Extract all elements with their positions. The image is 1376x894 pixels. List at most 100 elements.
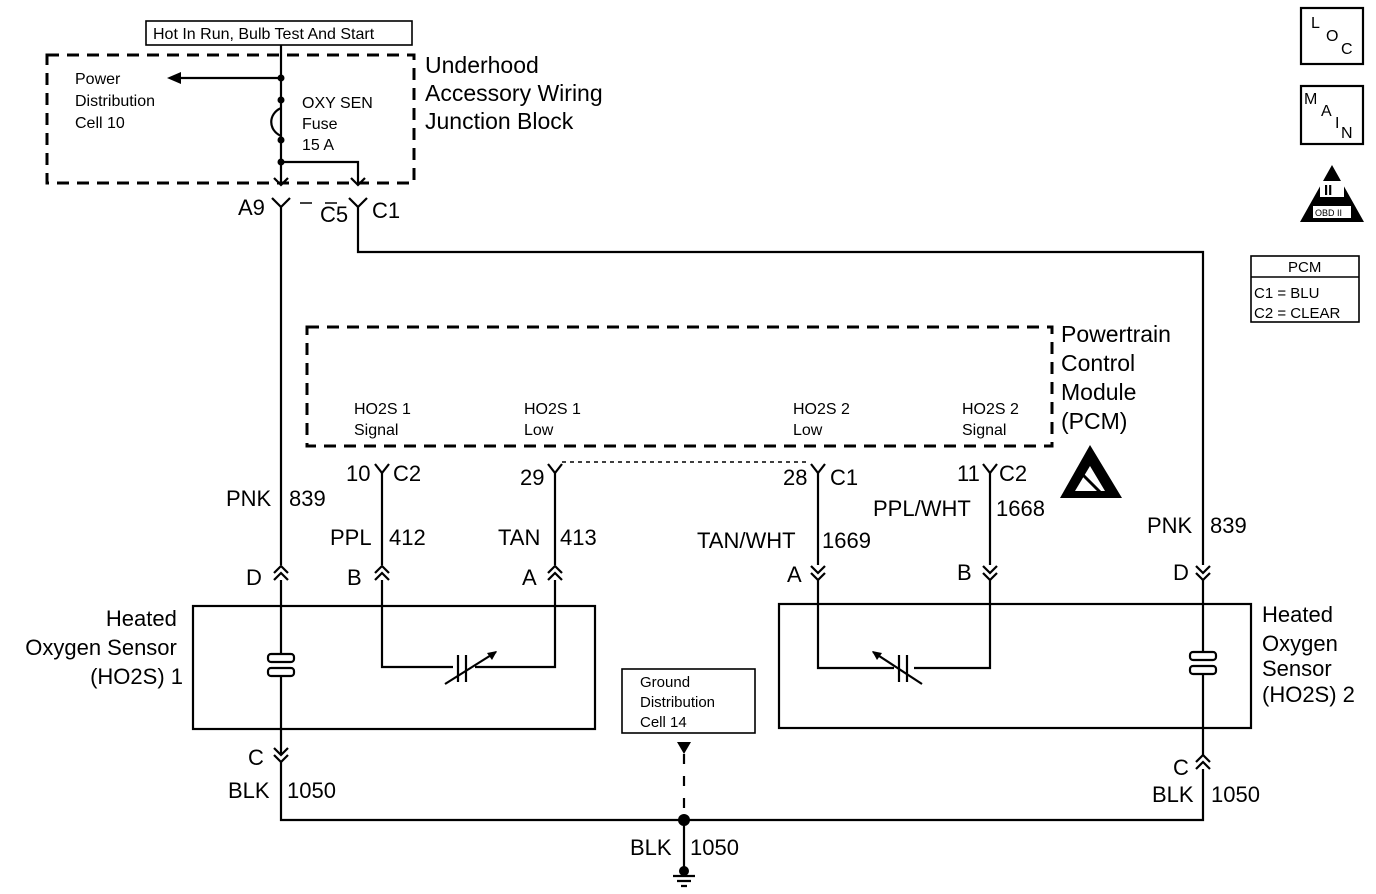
main-letter-i: I: [1335, 115, 1339, 132]
sensor-2-outline: [777, 602, 1253, 730]
pcm-pin-10-conn: C2: [393, 461, 421, 486]
pcm: Powertrain Control Module (PCM) HO2S 1 S…: [305, 321, 1177, 490]
top-connectors: A9 C5 C1: [238, 195, 400, 227]
wire-label-ppl-circuit: 412: [389, 525, 426, 550]
heater-2-icon: [1188, 650, 1218, 662]
wire-pnk-right: [356, 207, 1205, 565]
pcm-pin-29-number: 29: [520, 465, 544, 490]
pcm-table-row-c1: C1 = BLU: [1254, 285, 1319, 302]
pcm-pin-28-icon: [810, 463, 826, 475]
pcm-pin-11-conn: C2: [999, 461, 1027, 486]
ground-distribution-box: [621, 668, 756, 734]
pcm-pin-11-number: 11: [957, 461, 980, 486]
connector-c1-label: C1: [372, 198, 400, 223]
connector-s1-a-icon: [547, 564, 563, 581]
pin-label-s1-a: A: [522, 565, 537, 590]
sidebar: L O C M A I N II OBD II PCM C1 = BLU C2 …: [1250, 6, 1365, 323]
pcm-pin-10-icon: [374, 463, 390, 475]
main-letter-n: N: [1341, 125, 1353, 142]
pcm-pin-11-icon: [982, 463, 998, 475]
pcm-title: Powertrain Control Module (PCM): [1061, 321, 1177, 434]
wire-label-tan-color: TAN: [498, 525, 540, 550]
heater-1-icon: [266, 652, 296, 664]
pin-label-s2-d: D: [1173, 560, 1189, 585]
pcm-pin-label-ho2s2-low: HO2S 2 Low: [793, 401, 854, 439]
wire-label-pnk-left-color: PNK: [226, 486, 272, 511]
pcm-pin-label-ho2s1-signal: HO2S 1 Signal: [354, 401, 415, 439]
pcm-pin-29-icon: [547, 463, 563, 475]
main-button[interactable]: [1299, 84, 1365, 146]
wire-label-pnk-right-color: PNK: [1147, 513, 1193, 538]
obd-ii-icon[interactable]: II OBD II: [1300, 165, 1364, 222]
sensor-1-outline: [191, 604, 597, 731]
ground-icon: [673, 874, 695, 888]
loc-letter-l: L: [1311, 15, 1320, 32]
wire-label-pnk-right-circuit: 839: [1210, 513, 1247, 538]
connector-a9-label: A9: [238, 195, 265, 220]
pcm-pin-28-number: 28: [783, 465, 807, 490]
connector-c5-icon: [348, 197, 368, 209]
wire-label-blk-right-circuit: 1050: [1211, 782, 1260, 807]
wire-label-tan-wht-color: TAN/WHT: [697, 528, 796, 553]
pin-label-s2-a: A: [787, 562, 802, 587]
pcm-connector-table: PCM C1 = BLU C2 = CLEAR: [1250, 255, 1360, 323]
wire-label-tan-wht-circuit: 1669: [822, 528, 871, 553]
connector-s2-d-icon: [1195, 565, 1211, 582]
wire-label-ppl-wht-color: PPL/WHT: [873, 496, 971, 521]
arrow-down-icon: [677, 742, 691, 754]
pin-label-s1-c: C: [248, 745, 264, 770]
ground-circuit: C C BLK 1050 BLK 1050 Ground Distributio…: [228, 668, 1260, 888]
connector-s2-a-icon: [810, 565, 826, 582]
oxygen-sensor-2: Heated Oxygen Sensor (HO2S) 2: [777, 580, 1355, 755]
connector-s2-c-icon: [1195, 753, 1211, 770]
wire-label-blk-ground-circuit: 1050: [690, 835, 739, 860]
pin-label-s1-b: B: [347, 565, 362, 590]
loc-button[interactable]: [1299, 6, 1365, 66]
loc-letter-o: O: [1326, 28, 1338, 45]
pin-label-s1-d: D: [246, 565, 262, 590]
pcm-table-title: PCM: [1288, 259, 1321, 276]
wire-label-blk-left-circuit: 1050: [287, 778, 336, 803]
power-label: Hot In Run, Bulb Test And Start: [145, 20, 413, 46]
sensing-element-1-icon: [456, 655, 468, 682]
obd-text: OBD II: [1315, 208, 1342, 218]
wire-label-blk-right-color: BLK: [1152, 782, 1194, 807]
wire-label-tan-circuit: 413: [560, 525, 597, 550]
esd-warning-icon: [1060, 445, 1122, 498]
main-letter-m: M: [1304, 91, 1317, 108]
fuse-label: OXY SEN Fuse 15 A: [302, 95, 377, 154]
wire-label-ppl-wht-circuit: 1668: [996, 496, 1045, 521]
sensor-2-label: Heated Oxygen Sensor (HO2S) 2: [1262, 602, 1355, 707]
sensor-connectors-upper: D B A A B D: [246, 560, 1211, 590]
connector-a9-icon: [271, 197, 291, 209]
wire-label-ppl-color: PPL: [330, 525, 372, 550]
fuse-icon: [270, 107, 282, 137]
connector-s1-b-icon: [374, 564, 390, 581]
main-letter-a: A: [1321, 103, 1332, 120]
sensor-1-label: Heated Oxygen Sensor (HO2S) 1: [25, 606, 183, 689]
junction-block-outline: [45, 53, 416, 185]
wires: [279, 207, 1205, 565]
pcm-pin-label-ho2s2-signal: HO2S 2 Signal: [962, 401, 1023, 439]
pcm-table-row-c2: C2 = CLEAR: [1254, 305, 1340, 322]
oxygen-sensor-1: Heated Oxygen Sensor (HO2S) 1: [25, 580, 597, 755]
pcm-outline: [305, 325, 1054, 448]
pin-label-s2-c: C: [1173, 755, 1189, 780]
obd-numeral: II: [1324, 182, 1332, 199]
pcm-pin-28-conn: C1: [830, 465, 858, 490]
pcm-pin-label-ho2s1-low: HO2S 1 Low: [524, 401, 585, 439]
connector-c5-label: C5: [320, 202, 348, 227]
junction-block: Underhood Accessory Wiring Junction Bloc…: [45, 45, 603, 187]
wire-blk-ground: [279, 762, 1205, 822]
wire-labels: PNK 839 PPL 412 TAN 413 TAN/WHT 1669 PPL…: [226, 486, 1247, 553]
pin-label-s2-b: B: [957, 560, 972, 585]
wire-label-blk-ground-color: BLK: [630, 835, 672, 860]
power-distribution-ref: Power Distribution Cell 10: [75, 71, 159, 132]
connector-s2-b-icon: [982, 565, 998, 582]
arrow-left-icon: [167, 72, 181, 84]
ground-distribution-label: Ground Distribution Cell 14: [640, 674, 719, 731]
wire-label-blk-left-color: BLK: [228, 778, 270, 803]
connector-s1-d-icon: [273, 564, 289, 581]
loc-letter-c: C: [1341, 41, 1353, 58]
